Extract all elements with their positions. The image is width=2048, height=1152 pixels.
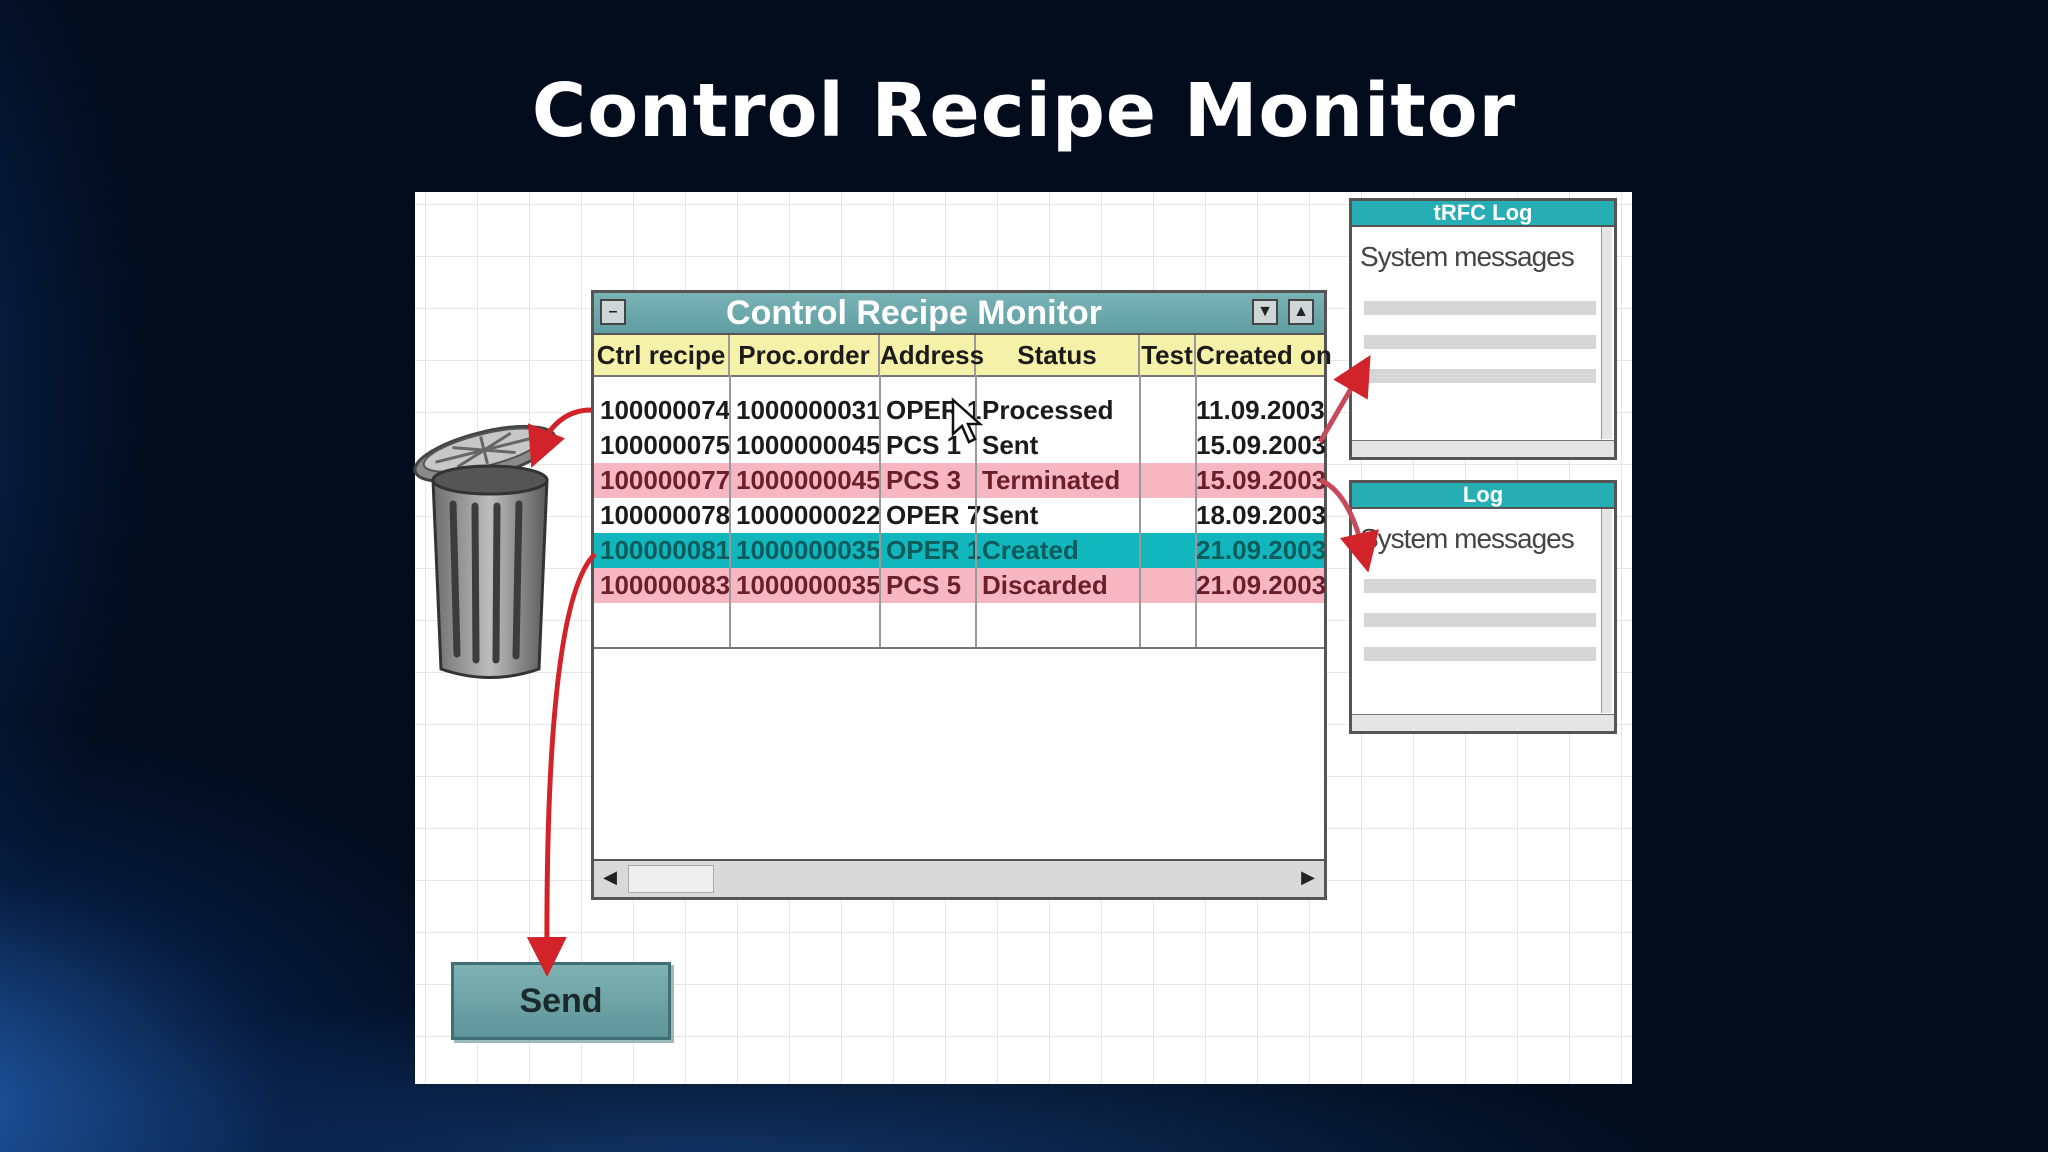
cell-ctrl-recipe: 100000078 xyxy=(600,500,731,530)
column-header-test[interactable]: Test xyxy=(1140,335,1196,375)
vertical-scrollbar[interactable] xyxy=(1601,509,1612,713)
send-button[interactable]: Send xyxy=(451,962,671,1040)
cell-ctrl-recipe: 100000075 xyxy=(600,430,731,460)
cell-status: Created xyxy=(982,535,1079,565)
system-menu-icon[interactable]: – xyxy=(600,299,626,325)
message-placeholder-line xyxy=(1364,369,1596,383)
window-titlebar[interactable]: – Control Recipe Monitor ▼ ▲ xyxy=(594,293,1324,335)
column-header-created-on[interactable]: Created on xyxy=(1196,340,1332,370)
column-header-ctrl-recipe[interactable]: Ctrl recipe xyxy=(594,335,730,375)
column-divider xyxy=(879,375,881,647)
column-divider xyxy=(729,375,731,647)
cell-ctrl-recipe: 100000083 xyxy=(600,570,731,600)
cell-proc-order: 1000000035 xyxy=(736,535,881,565)
cell-ctrl-recipe: 100000074 xyxy=(600,395,731,425)
table-bottom-border xyxy=(594,647,1324,649)
horizontal-scrollbar[interactable]: ◀ ▶ xyxy=(594,859,1324,897)
cell-created-on: 15.09.2003 xyxy=(1196,465,1327,495)
horizontal-scrollbar[interactable] xyxy=(1352,714,1614,731)
cell-address: PCS 3 xyxy=(886,465,962,495)
trfc-log-title: tRFC Log xyxy=(1433,200,1533,225)
message-placeholder-line xyxy=(1364,613,1596,627)
cell-address: OPER 1 xyxy=(886,395,982,425)
column-divider xyxy=(1139,375,1141,647)
cell-status: Terminated xyxy=(982,465,1121,495)
control-recipe-monitor-window: – Control Recipe Monitor ▼ ▲ Ctrl recipe… xyxy=(591,290,1332,900)
trfc-log-message: System messages xyxy=(1360,241,1575,272)
cell-created-on: 21.09.2003 xyxy=(1196,570,1327,600)
cell-created-on: 21.09.2003 xyxy=(1196,535,1327,565)
slide-title: Control Recipe Monitor xyxy=(531,68,1517,154)
cell-created-on: 15.09.2003 xyxy=(1196,430,1327,460)
column-header-status[interactable]: Status xyxy=(976,335,1140,375)
cell-ctrl-recipe: 100000077 xyxy=(600,465,731,495)
log-window: Log System messages xyxy=(1349,480,1617,734)
message-placeholder-line xyxy=(1364,647,1596,661)
cell-status: Discarded xyxy=(982,570,1108,600)
cell-status: Processed xyxy=(982,395,1114,425)
cell-proc-order: 1000000022 xyxy=(736,500,881,530)
cell-address: PCS 1 xyxy=(886,430,962,460)
trfc-log-window: tRFC Log System messages xyxy=(1349,198,1617,460)
horizontal-scrollbar[interactable] xyxy=(1352,440,1614,457)
cell-proc-order: 1000000035 xyxy=(736,570,881,600)
cell-proc-order: 1000000031 xyxy=(736,395,881,425)
cell-status: Sent xyxy=(982,430,1039,460)
message-placeholder-line xyxy=(1364,335,1596,349)
cell-address: OPER 1 xyxy=(886,535,982,565)
cell-created-on: 18.09.2003 xyxy=(1196,500,1327,530)
cell-created-on: 11.09.2003 xyxy=(1196,395,1325,425)
vertical-scrollbar[interactable] xyxy=(1601,227,1612,439)
diagram-canvas: – Control Recipe Monitor ▼ ▲ Ctrl recipe… xyxy=(413,192,1632,1084)
cell-proc-order: 1000000045 xyxy=(736,430,881,460)
column-header-proc-order[interactable]: Proc.order xyxy=(730,335,880,375)
cell-address: PCS 5 xyxy=(886,570,962,600)
maximize-icon[interactable]: ▲ xyxy=(1288,299,1314,325)
column-divider xyxy=(975,375,977,647)
window-title: Control Recipe Monitor xyxy=(726,294,1102,332)
column-divider xyxy=(1195,375,1197,647)
scroll-right-icon[interactable]: ▶ xyxy=(1301,867,1315,887)
trash-can-icon[interactable] xyxy=(413,414,565,684)
column-header-row: Ctrl recipe Proc.order Address Status Te… xyxy=(594,335,1332,377)
cell-status: Sent xyxy=(982,500,1039,530)
message-placeholder-line xyxy=(1364,301,1596,315)
cell-ctrl-recipe: 100000081 xyxy=(600,535,731,565)
scrollbar-thumb[interactable] xyxy=(628,865,714,893)
log-titlebar[interactable]: Log xyxy=(1352,483,1614,509)
message-placeholder-line xyxy=(1364,579,1596,593)
cell-proc-order: 1000000045 xyxy=(736,465,881,495)
log-title: Log xyxy=(1462,482,1504,507)
log-message: System messages xyxy=(1360,523,1575,554)
minimize-icon[interactable]: ▼ xyxy=(1252,299,1278,325)
column-header-address[interactable]: Address xyxy=(880,335,984,375)
trfc-log-titlebar[interactable]: tRFC Log xyxy=(1352,201,1614,227)
scroll-left-icon[interactable]: ◀ xyxy=(603,867,617,887)
cell-address: OPER 7 xyxy=(886,500,982,530)
